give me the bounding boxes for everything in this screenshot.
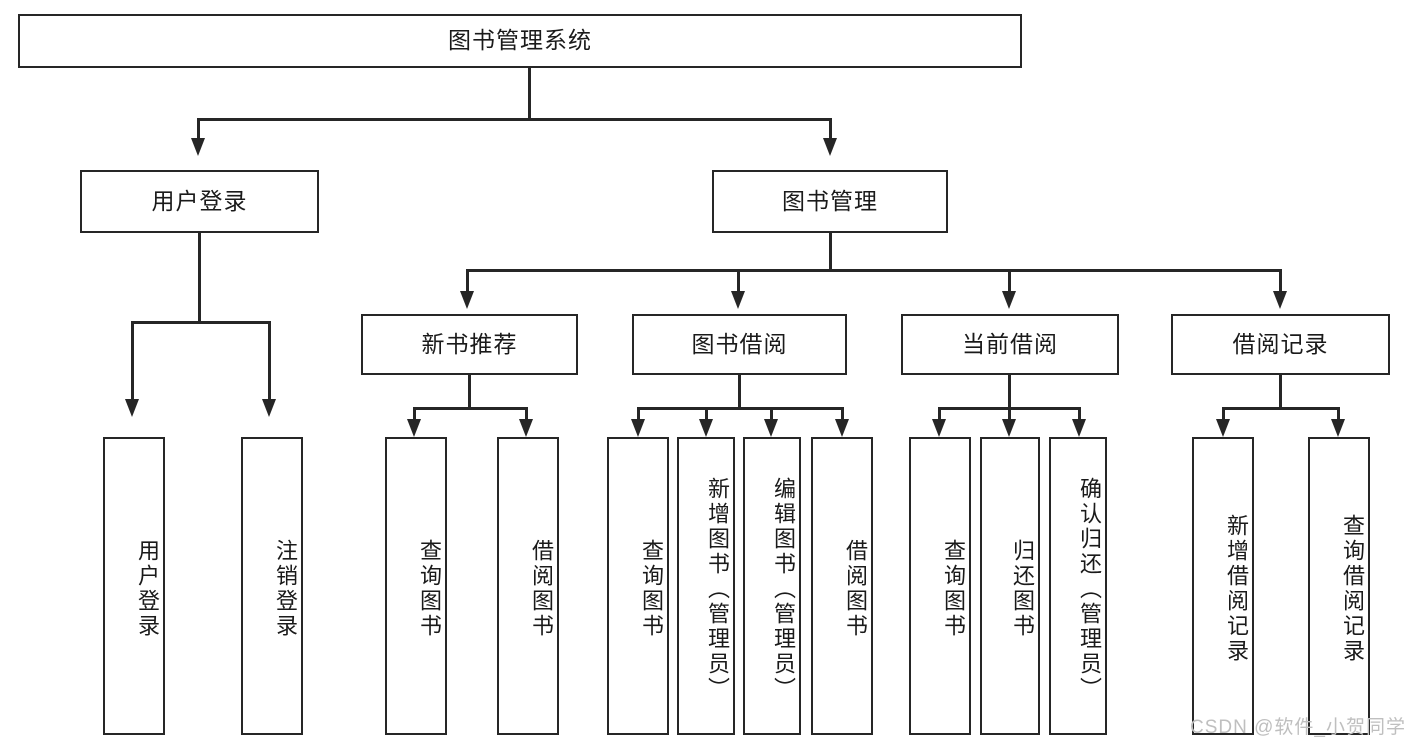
edge-borrow-drop-2: [705, 407, 708, 421]
arrow-to-borrow-leaf-1: [631, 419, 645, 437]
node-book-borrow[interactable]: 图书借阅: [632, 314, 847, 375]
edge-level2-drop-right: [829, 118, 832, 140]
leaf-logout[interactable]: 注销登录: [241, 437, 303, 735]
arrow-to-current-borrow: [1002, 291, 1016, 309]
arrow-to-recommend-leaf-2: [519, 419, 533, 437]
arrow-to-borrow-leaf-4: [835, 419, 849, 437]
edge-recommend-bus: [413, 407, 527, 410]
edge-record-stem: [1279, 375, 1282, 409]
node-label: 确认归还（管理员）: [1077, 476, 1102, 702]
node-label: 归还图书: [1010, 539, 1035, 639]
node-label: 用户登录: [151, 187, 248, 214]
arrow-to-borrow-leaf-3: [764, 419, 778, 437]
arrow-to-borrow-leaf-2: [699, 419, 713, 437]
arrow-to-book-manage: [823, 138, 837, 156]
node-label: 新增图书（管理员）: [705, 476, 730, 702]
edge-user-login-drop-2: [268, 321, 271, 401]
leaf-current-confirm-return[interactable]: 确认归还（管理员）: [1049, 437, 1107, 735]
edge-borrow-stem: [738, 375, 741, 409]
arrow-to-current-leaf-2: [1002, 419, 1016, 437]
edge-level2-drop-left: [197, 118, 200, 140]
edge-level3-bus: [466, 269, 1282, 272]
edge-root-stem: [528, 68, 531, 120]
leaf-borrow-query-book[interactable]: 查询图书: [607, 437, 669, 735]
edge-user-login-stem: [198, 233, 201, 323]
leaf-current-query-book[interactable]: 查询图书: [909, 437, 971, 735]
node-label: 图书管理: [782, 187, 878, 214]
node-label: 借阅图书: [843, 539, 868, 639]
edge-borrow-drop-3: [770, 407, 773, 421]
edge-level3-drop-1: [466, 269, 469, 293]
node-book-manage[interactable]: 图书管理: [712, 170, 948, 233]
node-new-book-recommend[interactable]: 新书推荐: [361, 314, 578, 375]
edge-level3-drop-2: [737, 269, 740, 293]
leaf-user-login[interactable]: 用户登录: [103, 437, 165, 735]
arrow-to-record-leaf-2: [1331, 419, 1345, 437]
node-label: 注销登录: [273, 539, 298, 639]
edge-user-login-bus: [131, 321, 270, 324]
node-user-login[interactable]: 用户登录: [80, 170, 319, 233]
node-label: 新书推荐: [421, 330, 518, 357]
edge-current-drop-2: [1008, 407, 1011, 421]
edge-book-manage-stem: [829, 233, 832, 271]
arrow-to-book-borrow: [731, 291, 745, 309]
node-current-borrow[interactable]: 当前借阅: [901, 314, 1119, 375]
node-label: 查询借阅记录: [1340, 514, 1365, 664]
arrow-to-user-login: [191, 138, 205, 156]
edge-recommend-drop-1: [413, 407, 416, 421]
node-label: 查询图书: [639, 539, 664, 639]
node-label: 编辑图书（管理员）: [771, 476, 796, 702]
node-label: 查询图书: [941, 539, 966, 639]
leaf-borrow-edit-book[interactable]: 编辑图书（管理员）: [743, 437, 801, 735]
node-label: 借阅记录: [1232, 330, 1329, 357]
arrow-to-borrow-record: [1273, 291, 1287, 309]
arrow-to-recommend-leaf-1: [407, 419, 421, 437]
node-label: 查询图书: [417, 539, 442, 639]
edge-record-drop-1: [1222, 407, 1225, 421]
node-label: 图书管理系统: [448, 27, 592, 54]
node-label: 新增借阅记录: [1224, 514, 1249, 664]
arrow-to-current-leaf-3: [1072, 419, 1086, 437]
node-label: 图书借阅: [691, 330, 788, 357]
edge-current-stem: [1008, 375, 1011, 409]
node-borrow-record[interactable]: 借阅记录: [1171, 314, 1390, 375]
edge-record-drop-2: [1337, 407, 1340, 421]
edge-borrow-drop-4: [841, 407, 844, 421]
edge-borrow-bus: [637, 407, 843, 410]
leaf-record-query-record[interactable]: 查询借阅记录: [1308, 437, 1370, 735]
leaf-borrow-borrow-book[interactable]: 借阅图书: [811, 437, 873, 735]
edge-record-bus: [1222, 407, 1339, 410]
edge-level3-drop-4: [1279, 269, 1282, 293]
arrow-to-user-login-leaf: [125, 399, 139, 417]
leaf-record-add-record[interactable]: 新增借阅记录: [1192, 437, 1254, 735]
arrow-to-record-leaf-1: [1216, 419, 1230, 437]
edge-level2-bus: [197, 118, 831, 121]
arrow-to-current-leaf-1: [932, 419, 946, 437]
edge-current-drop-1: [938, 407, 941, 421]
edge-level3-drop-3: [1008, 269, 1011, 293]
node-label: 用户登录: [135, 539, 160, 639]
leaf-recommend-query-book[interactable]: 查询图书: [385, 437, 447, 735]
edge-recommend-drop-2: [525, 407, 528, 421]
edge-user-login-drop-1: [131, 321, 134, 401]
edge-current-drop-3: [1078, 407, 1081, 421]
edge-borrow-drop-1: [637, 407, 640, 421]
node-label: 当前借阅: [962, 330, 1058, 357]
node-label: 借阅图书: [529, 539, 554, 639]
edge-recommend-stem: [468, 375, 471, 409]
csdn-watermark: CSDN @软件_小贺同学: [1190, 717, 1405, 738]
node-root-system[interactable]: 图书管理系统: [18, 14, 1022, 68]
arrow-to-logout-leaf: [262, 399, 276, 417]
leaf-current-return-book[interactable]: 归还图书: [980, 437, 1040, 735]
arrow-to-new-book-recommend: [460, 291, 474, 309]
leaf-recommend-borrow-book[interactable]: 借阅图书: [497, 437, 559, 735]
leaf-borrow-add-book[interactable]: 新增图书（管理员）: [677, 437, 735, 735]
